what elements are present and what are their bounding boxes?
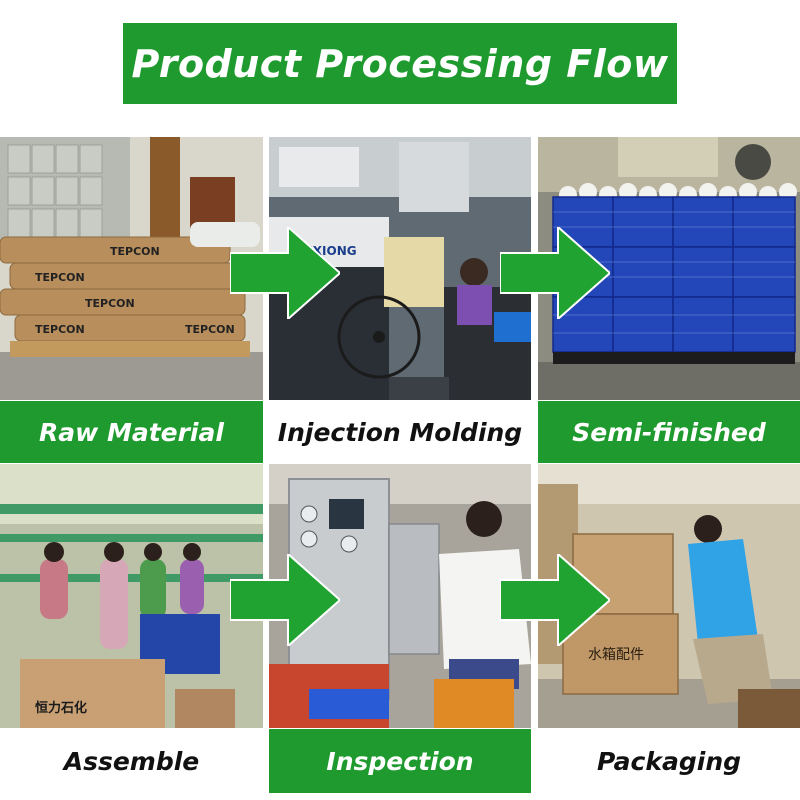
raw-material-photo: TEPCON TEPCON TEPCON TEPCON TEPCON bbox=[0, 137, 263, 400]
svg-text:TEPCON: TEPCON bbox=[110, 245, 160, 258]
svg-text:水箱配件: 水箱配件 bbox=[588, 647, 644, 663]
step-label-inspection: Inspection bbox=[269, 729, 531, 793]
step-label-assemble: Assemble bbox=[0, 729, 263, 793]
step-label-packaging: Packaging bbox=[538, 729, 800, 793]
svg-text:TEPCON: TEPCON bbox=[35, 271, 85, 284]
svg-text:TEPCON: TEPCON bbox=[85, 297, 135, 310]
svg-text:TEPCON: TEPCON bbox=[35, 323, 85, 336]
svg-text:恒力石化: 恒力石化 bbox=[35, 700, 87, 716]
packaging-photo: 水箱配件 bbox=[538, 464, 800, 728]
svg-text:TEPCON: TEPCON bbox=[185, 323, 235, 336]
step-label-injection-molding: Injection Molding bbox=[269, 401, 531, 463]
page-title: Product Processing Flow bbox=[131, 41, 669, 86]
arrow-right-icon bbox=[230, 227, 340, 319]
assemble-photo: 恒力石化 bbox=[0, 464, 263, 728]
arrow-right-icon bbox=[500, 227, 610, 319]
title-banner: Product Processing Flow bbox=[123, 23, 677, 104]
step-label-raw-material: Raw Material bbox=[0, 401, 263, 463]
arrow-right-icon bbox=[230, 554, 340, 646]
step-label-semi-finished: Semi-finished bbox=[538, 401, 800, 463]
arrow-right-icon bbox=[500, 554, 610, 646]
